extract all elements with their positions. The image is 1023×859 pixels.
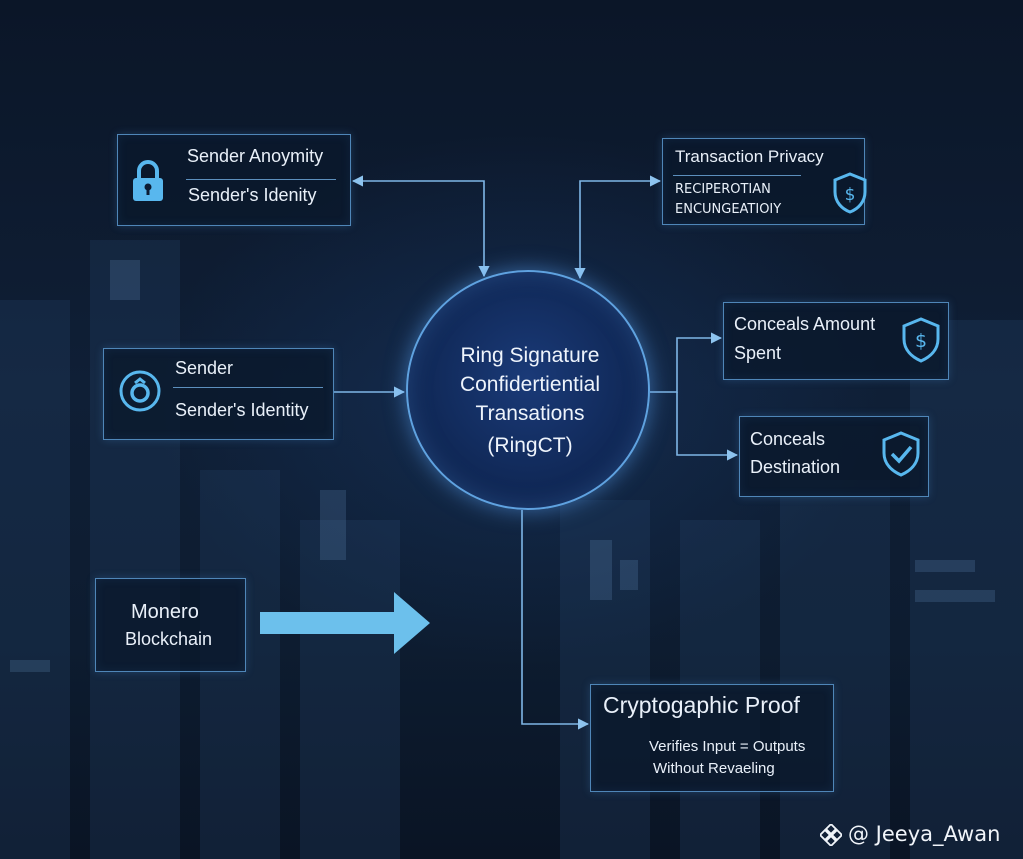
sender-anonymity-subtitle: Sender's Idenity [188,185,317,206]
conceals-destination-line-1: Conceals [750,429,825,450]
watermark-text: @ Jeeya_Awan [848,822,1000,846]
sender-box: Sender Sender's Identity [103,348,334,440]
lock-icon [130,159,166,203]
transaction-privacy-box: Transaction Privacy RECIPEROTIAN ENCUNGE… [662,138,865,225]
sender-anonymity-box: Sender Anoymity Sender's Idenity [117,134,351,226]
hub-line-3: Transations [408,402,652,426]
blockchain-label: Blockchain [125,629,212,650]
monero-label: Monero [131,601,199,624]
hub-line-4: (RingCT) [408,434,652,458]
conceals-amount-line-2: Spent [734,343,781,364]
box-divider [186,179,336,180]
transaction-privacy-title: Transaction Privacy [675,147,824,167]
sender-anonymity-title: Sender Anoymity [187,146,323,167]
cryptographic-proof-box: Cryptogaphic Proof Verifies Input = Outp… [590,684,834,792]
hub-line-2: Confidertiential [408,373,652,397]
hub-line-1: Ring Signature [408,344,652,368]
connector-transaction-privacy [580,181,660,278]
conceals-destination-line-2: Destination [750,457,840,478]
ring-icon [118,369,162,413]
sender-title: Sender [175,358,233,379]
conceals-amount-box: Conceals Amount Spent $ [723,302,949,380]
connector-conceals-destination [677,392,737,455]
transaction-privacy-line-1: RECIPEROTIAN [675,182,771,197]
svg-text:$: $ [845,185,856,205]
monero-blockchain-box: Monero Blockchain [95,578,246,672]
right-arrow-icon [258,590,434,656]
transaction-privacy-line-2: ENCUNGEATIOIY [675,202,781,217]
crypto-proof-line-2: Without Revaeling [653,760,775,777]
box-divider [673,175,801,176]
svg-text:$: $ [915,330,927,352]
conceals-destination-box: Conceals Destination [739,416,929,497]
conceals-amount-line-1: Conceals Amount [734,314,875,335]
crypto-proof-line-1: Verifies Input = Outputs [649,738,805,755]
connector-conceals-amount [650,338,721,392]
binance-logo-icon [820,824,842,846]
crypto-proof-title: Cryptogaphic Proof [603,692,800,719]
shield-check-icon [882,431,920,477]
connector-crypto-proof [522,510,588,724]
connector-sender-anonymity [353,181,484,276]
box-divider [173,387,323,388]
ringct-hub: Ring Signature Confidertiential Transati… [406,270,650,510]
shield-dollar-icon: $ [833,172,867,214]
sender-subtitle: Sender's Identity [175,400,309,421]
shield-dollar-icon: $ [902,317,940,363]
